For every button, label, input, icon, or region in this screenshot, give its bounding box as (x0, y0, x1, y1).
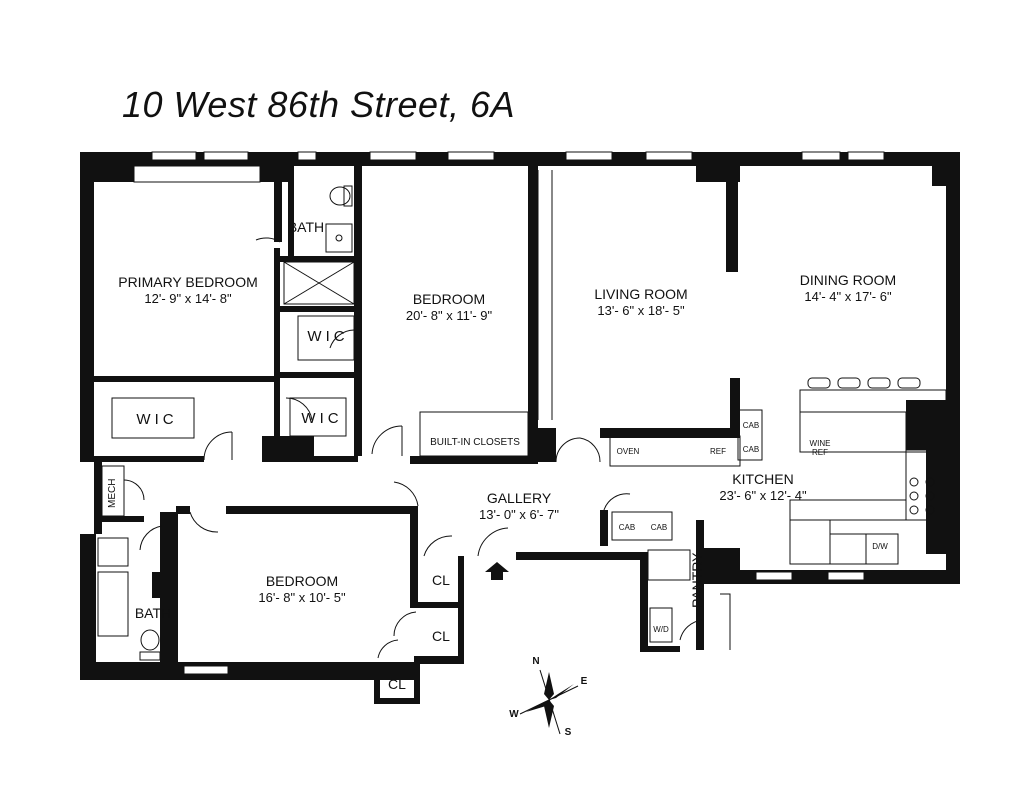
compass-s: S (565, 727, 572, 738)
label-oven: OVEN (617, 447, 640, 456)
windows (151, 151, 885, 675)
label-builtin-closets: BUILT-IN CLOSETS (430, 437, 520, 448)
room-dim-bedroom-3: 16'- 8" x 10'- 5" (258, 590, 346, 605)
label-ref-1: REF (710, 447, 726, 456)
room-dim-bedroom-2: 20'- 8" x 11'- 9" (406, 308, 493, 323)
room-name-dining-room: DINING ROOM (800, 272, 896, 288)
label-cab-3: CAB (619, 523, 635, 532)
label-cab-2: CAB (743, 445, 759, 454)
room-dim-kitchen: 23'- 6" x 12'- 4" (719, 488, 807, 503)
room-dim-dining-room: 14'- 4" x 17'- 6" (804, 289, 892, 304)
room-name-bedroom-2: BEDROOM (413, 291, 485, 307)
room-dim-living-room: 13'- 6" x 18'- 5" (597, 303, 685, 318)
compass-w: W (509, 709, 519, 720)
fixtures (97, 165, 947, 661)
label-wine: WINE (810, 439, 831, 448)
label-wic-1: WIC (307, 328, 348, 345)
room-name-living-room: LIVING ROOM (594, 286, 687, 302)
label-cl-1: CL (432, 572, 450, 588)
door-swings (123, 237, 731, 659)
compass-n: N (532, 656, 539, 667)
compass-rose-icon (519, 669, 579, 735)
room-name-kitchen: KITCHEN (732, 471, 793, 487)
room-dim-primary-bedroom: 12'- 9" x 14'- 8" (144, 291, 232, 306)
exterior-walls (80, 152, 960, 680)
room-name-gallery: GALLERY (487, 490, 552, 506)
label-cl-2: CL (432, 628, 450, 644)
compass-e: E (581, 676, 588, 687)
interior-walls (94, 166, 946, 704)
label-cab-4: CAB (651, 523, 667, 532)
label-mech: MECH (107, 479, 118, 508)
label-dw: D/W (872, 542, 888, 551)
label-cl-3: CL (388, 676, 406, 692)
label-bath-left: BATH (135, 605, 171, 621)
label-wic-3: WIC (301, 410, 342, 427)
room-name-primary-bedroom: PRIMARY BEDROOM (118, 274, 258, 290)
label-ref-2: REF (812, 448, 828, 457)
label-wd: W/D (653, 625, 669, 634)
label-pantry: PANTRY (689, 552, 705, 608)
label-wic-2: WIC (136, 411, 177, 428)
label-cab-1: CAB (743, 421, 759, 430)
label-bath-top: BATH (288, 219, 324, 235)
room-dim-gallery: 13'- 0" x 6'- 7" (479, 507, 559, 522)
entry-arrow-icon (485, 562, 509, 580)
plan-title: 10 West 86th Street, 6A (122, 84, 516, 125)
room-name-bedroom-3: BEDROOM (266, 573, 338, 589)
